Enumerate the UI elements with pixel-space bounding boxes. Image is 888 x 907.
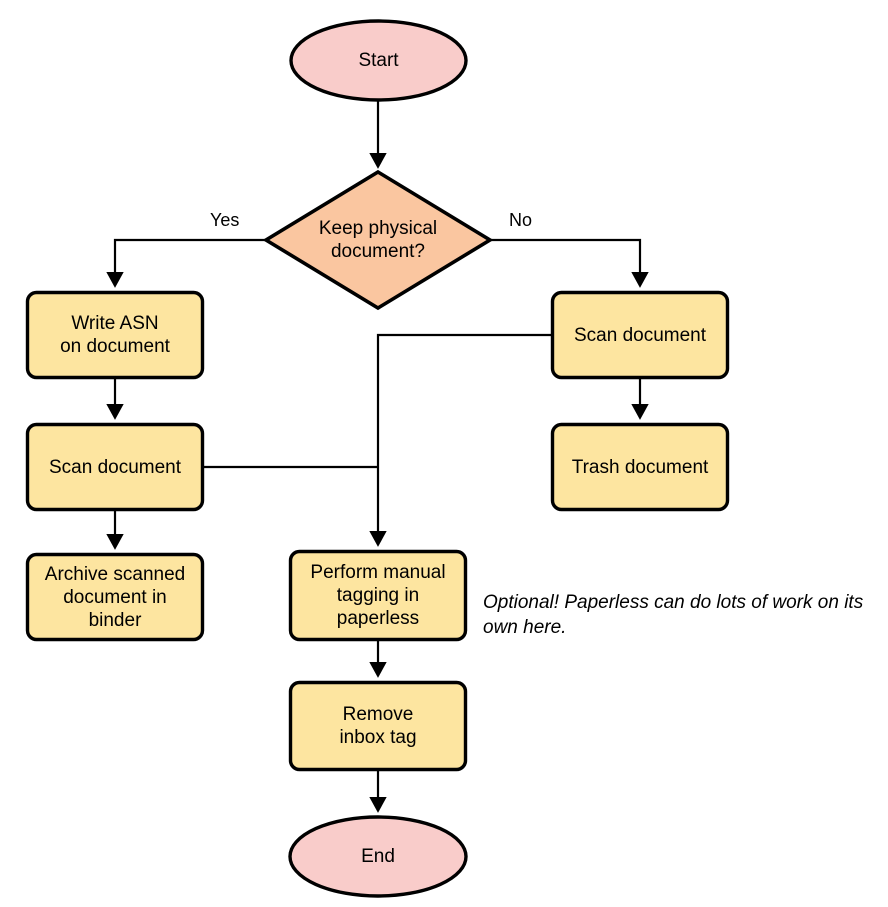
edge-decision-to-write-asn — [106, 238, 266, 288]
node-end-shape[interactable] — [288, 815, 468, 898]
edge-scan-right-to-tagging — [369, 333, 551, 547]
node-remove-inbox-tag-shape[interactable] — [288, 680, 468, 772]
edge-label-yes: Yes — [210, 210, 240, 230]
edge-label-no: No — [509, 210, 533, 230]
node-write-asn-on-document-shape[interactable] — [25, 290, 205, 380]
node-archive-scanned-document-in-binder-shape[interactable] — [25, 552, 205, 642]
node-trash-document-shape[interactable] — [550, 422, 730, 512]
node-perform-manual-tagging-in-paperless-shape[interactable] — [288, 549, 468, 642]
edge-decision-to-scan-right — [490, 238, 649, 288]
node-scan-document-left-shape[interactable] — [25, 422, 205, 512]
node-scan-document-right-shape[interactable] — [550, 290, 730, 380]
optional-note-text: Optional! Paperless can do lots of work … — [483, 592, 864, 638]
node-keep-physical-document-shape[interactable] — [262, 169, 494, 311]
node-start-shape[interactable] — [289, 19, 468, 102]
